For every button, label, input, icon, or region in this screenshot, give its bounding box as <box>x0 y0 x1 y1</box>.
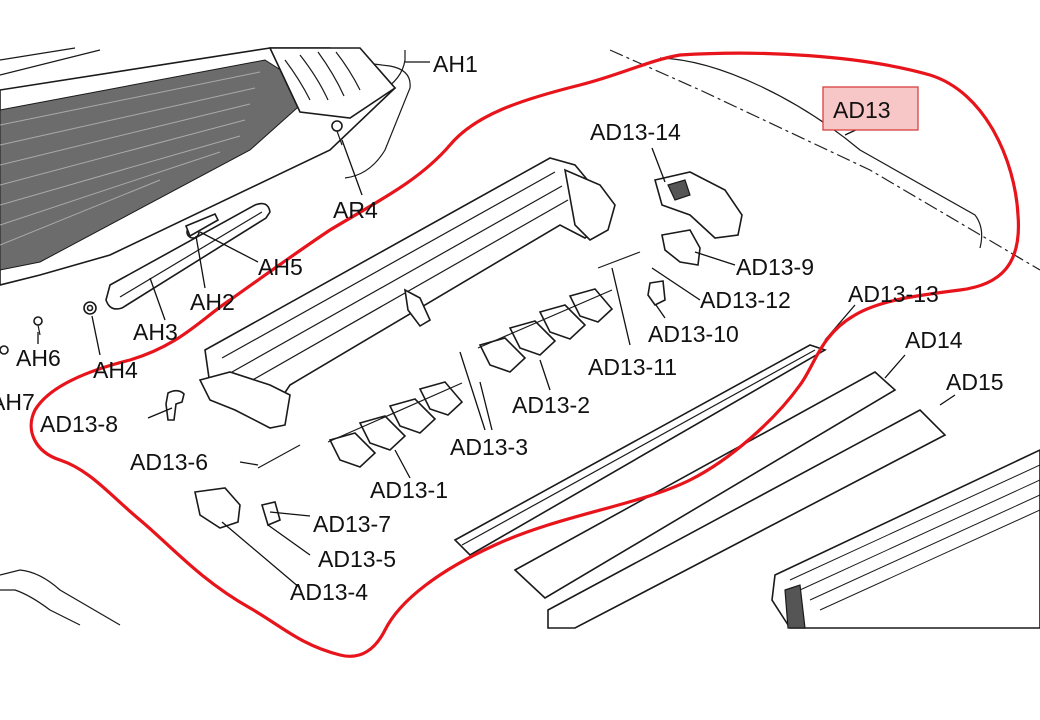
label-ah3: AH3 <box>133 319 178 345</box>
motor-brackets <box>194 171 743 529</box>
label-ah1: AH1 <box>433 51 478 77</box>
vane-row-upper <box>477 288 614 373</box>
label-ah2: AH2 <box>190 289 235 315</box>
ad13-highlight-outline <box>29 51 1021 658</box>
horizontal-louvers <box>453 344 947 629</box>
label-ad13-11: AD13-11 <box>588 354 677 380</box>
drain-pipe <box>105 202 271 310</box>
label-ad13-7: AD13-7 <box>313 511 391 537</box>
label-ad13-1: AD13-1 <box>370 477 448 503</box>
louver-frame <box>198 157 616 429</box>
small-fasteners <box>0 120 343 421</box>
label-ah4: AH4 <box>93 357 138 383</box>
label-ad13-10: AD13-10 <box>648 321 739 347</box>
label-ad13-3: AD13-3 <box>450 434 528 460</box>
label-ad13-6: AD13-6 <box>130 449 208 475</box>
chassis <box>771 449 1040 629</box>
label-ad13-14: AD13-14 <box>590 119 681 145</box>
evaporator-coil <box>0 47 397 286</box>
label-ad13-4: AD13-4 <box>290 579 368 605</box>
label-ad13-13: AD13-13 <box>848 281 939 307</box>
label-ad13-8: AD13-8 <box>40 411 118 437</box>
label-ad13-12: AD13-12 <box>700 287 791 313</box>
label-ad13: AD13 <box>833 97 891 123</box>
label-ad13-5: AD13-5 <box>318 546 396 572</box>
label-ah7: AH7 <box>0 389 35 415</box>
label-ad14: AD14 <box>905 327 963 353</box>
callout-labels: AH1 AR4 AH5 AH2 AH3 AH6 AH4 AH7 AD13 AD1… <box>0 51 1004 605</box>
label-ah5: AH5 <box>258 254 303 280</box>
label-ad13-9: AD13-9 <box>736 254 814 280</box>
vane-row-lower <box>327 381 464 468</box>
label-ah6: AH6 <box>16 345 61 371</box>
label-ad15: AD15 <box>946 369 1004 395</box>
ad13-label-box <box>822 86 919 131</box>
label-ar4: AR4 <box>333 197 378 223</box>
leader-lines <box>37 61 956 589</box>
label-ad13-2: AD13-2 <box>512 392 590 418</box>
